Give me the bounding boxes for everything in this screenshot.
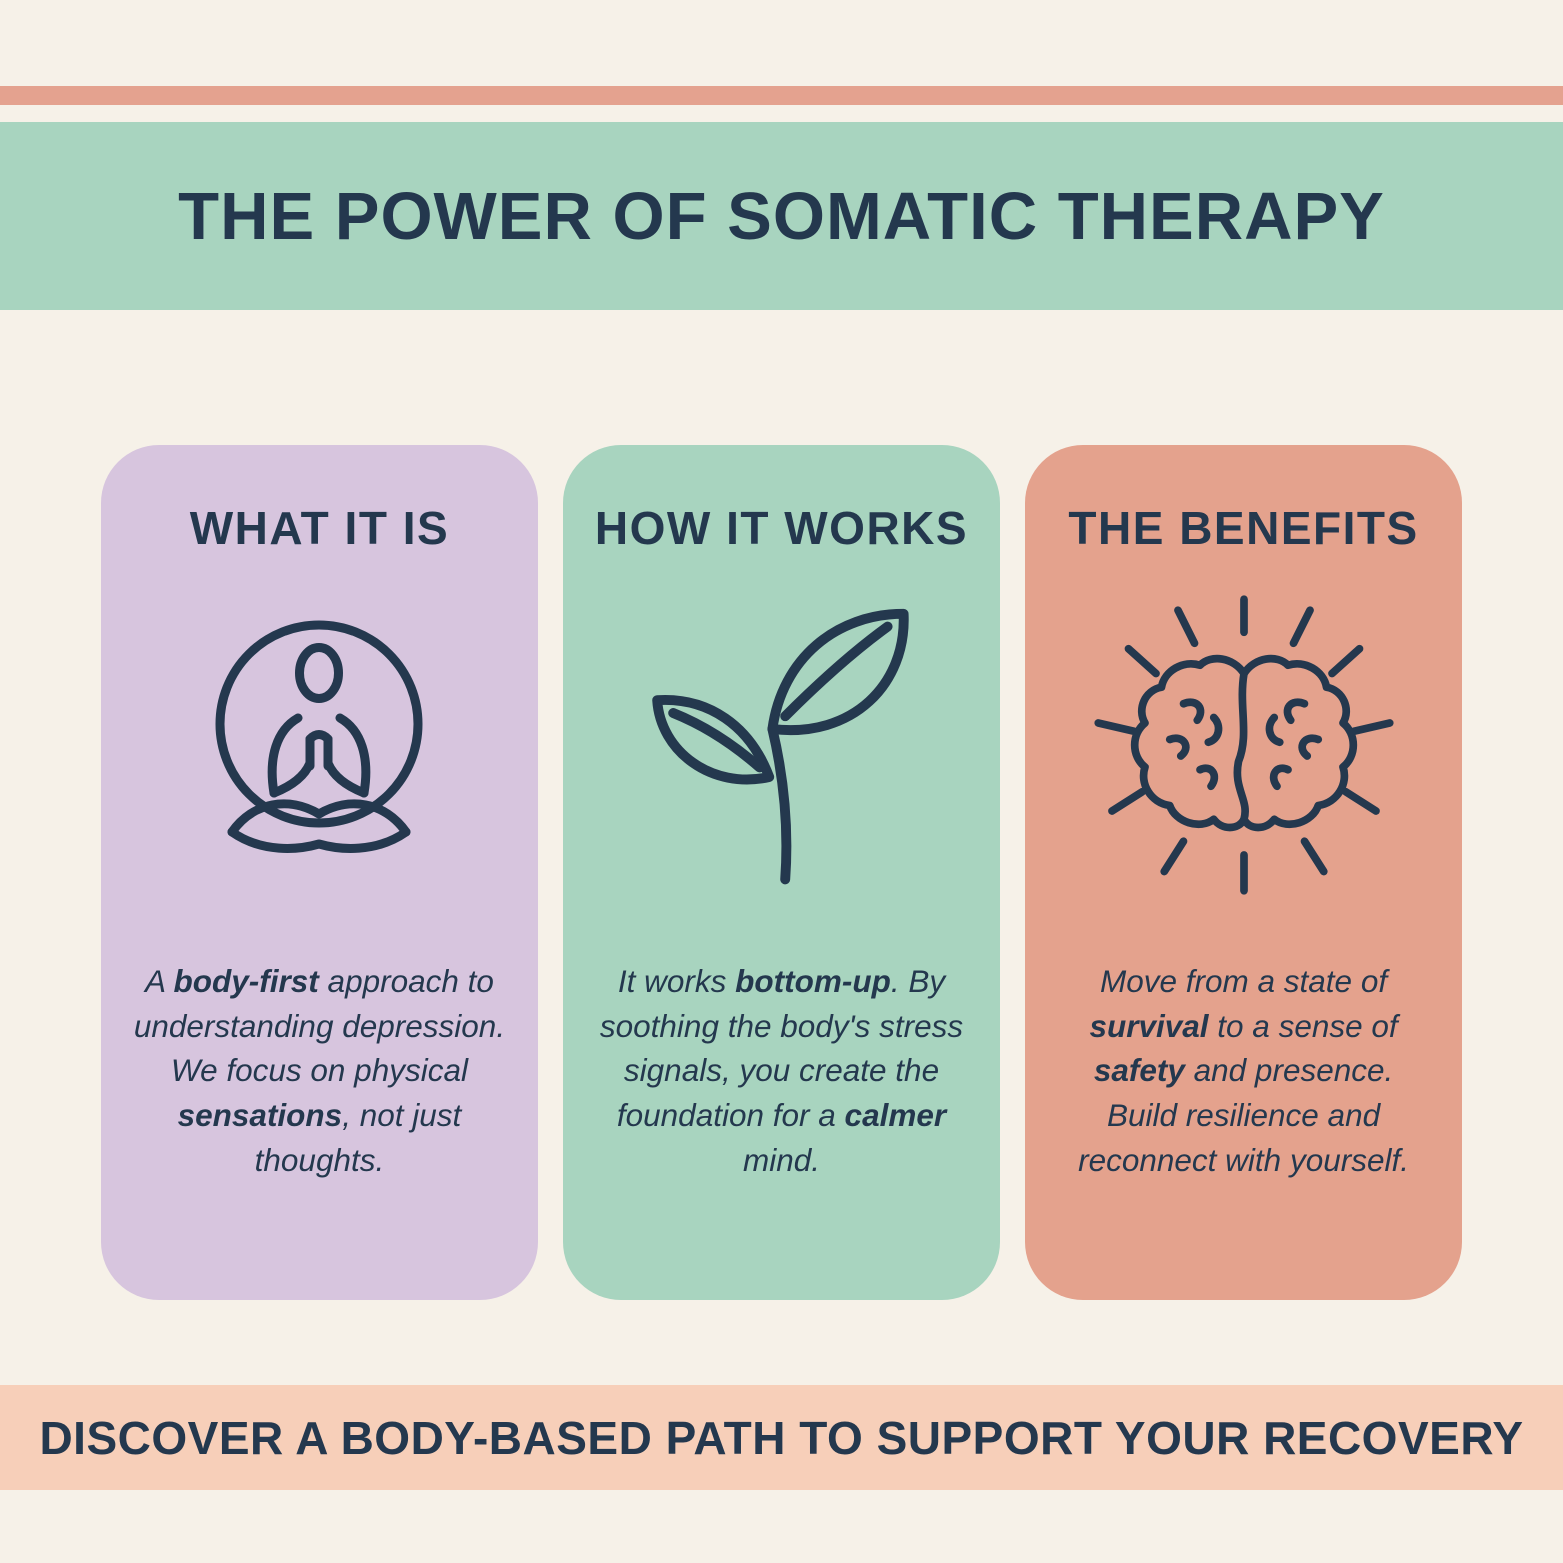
somatic-therapy-infographic: THE POWER OF SOMATIC THERAPY WHAT IT IS: [0, 0, 1563, 1490]
brain-icon: [1079, 555, 1409, 935]
banner-gap: [0, 105, 1563, 122]
top-margin: [0, 0, 1563, 86]
card-body-what-it-is: A body-first approach to understanding d…: [133, 963, 506, 1178]
card-heading-what-it-is: WHAT IT IS: [189, 502, 450, 554]
card-body-how-it-works: It works bottom-up. By soothing the body…: [599, 963, 964, 1178]
card-how-it-works: HOW IT WORKS It works bottom-up. By soot…: [562, 445, 1001, 1300]
cards-row: WHAT IT IS A body-first approach to unde…: [0, 445, 1563, 1300]
card-what-it-is: WHAT IT IS A body-first approach to unde…: [101, 445, 538, 1300]
seedling-icon: [622, 555, 942, 935]
card-heading-how-it-works: HOW IT WORKS: [594, 502, 969, 554]
title-banner: THE POWER OF SOMATIC THERAPY: [0, 122, 1563, 310]
card-body-the-benefits: Move from a state of survival to a sense…: [1078, 963, 1409, 1178]
footer-banner: DISCOVER A BODY-BASED PATH TO SUPPORT YO…: [0, 1385, 1563, 1490]
top-stripe-divider: [0, 86, 1563, 105]
card-heading-the-benefits: THE BENEFITS: [1068, 502, 1419, 554]
meditation-person-icon: [169, 555, 469, 935]
card-the-benefits: THE BENEFITS: [1025, 445, 1462, 1300]
page-title: THE POWER OF SOMATIC THERAPY: [178, 178, 1385, 254]
footer-gap: [0, 1300, 1563, 1385]
footer-text: DISCOVER A BODY-BASED PATH TO SUPPORT YO…: [39, 1411, 1524, 1464]
